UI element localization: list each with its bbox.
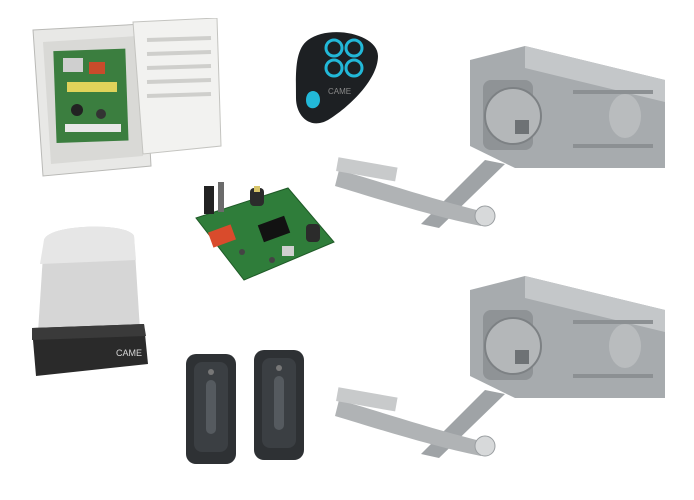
gate-operator-bottom (335, 270, 675, 470)
flasher-brand-label: CAME (116, 348, 142, 358)
control-box (25, 18, 230, 180)
flashing-lamp: CAME (28, 220, 153, 380)
remote-brand-label: CAME (328, 87, 351, 96)
receiver-board (190, 180, 340, 290)
photocell-icon (186, 350, 304, 464)
remote-icon: CAME (295, 32, 378, 124)
gate-operator-top (335, 40, 675, 240)
gate-operator-icon (335, 276, 665, 458)
pcb-icon (195, 182, 335, 281)
flashing-lamp-icon: CAME (32, 226, 148, 376)
control-box-icon (32, 18, 222, 177)
gate-operator-icon (335, 46, 665, 228)
photocells (180, 350, 315, 470)
remote-control: CAME (290, 28, 385, 128)
